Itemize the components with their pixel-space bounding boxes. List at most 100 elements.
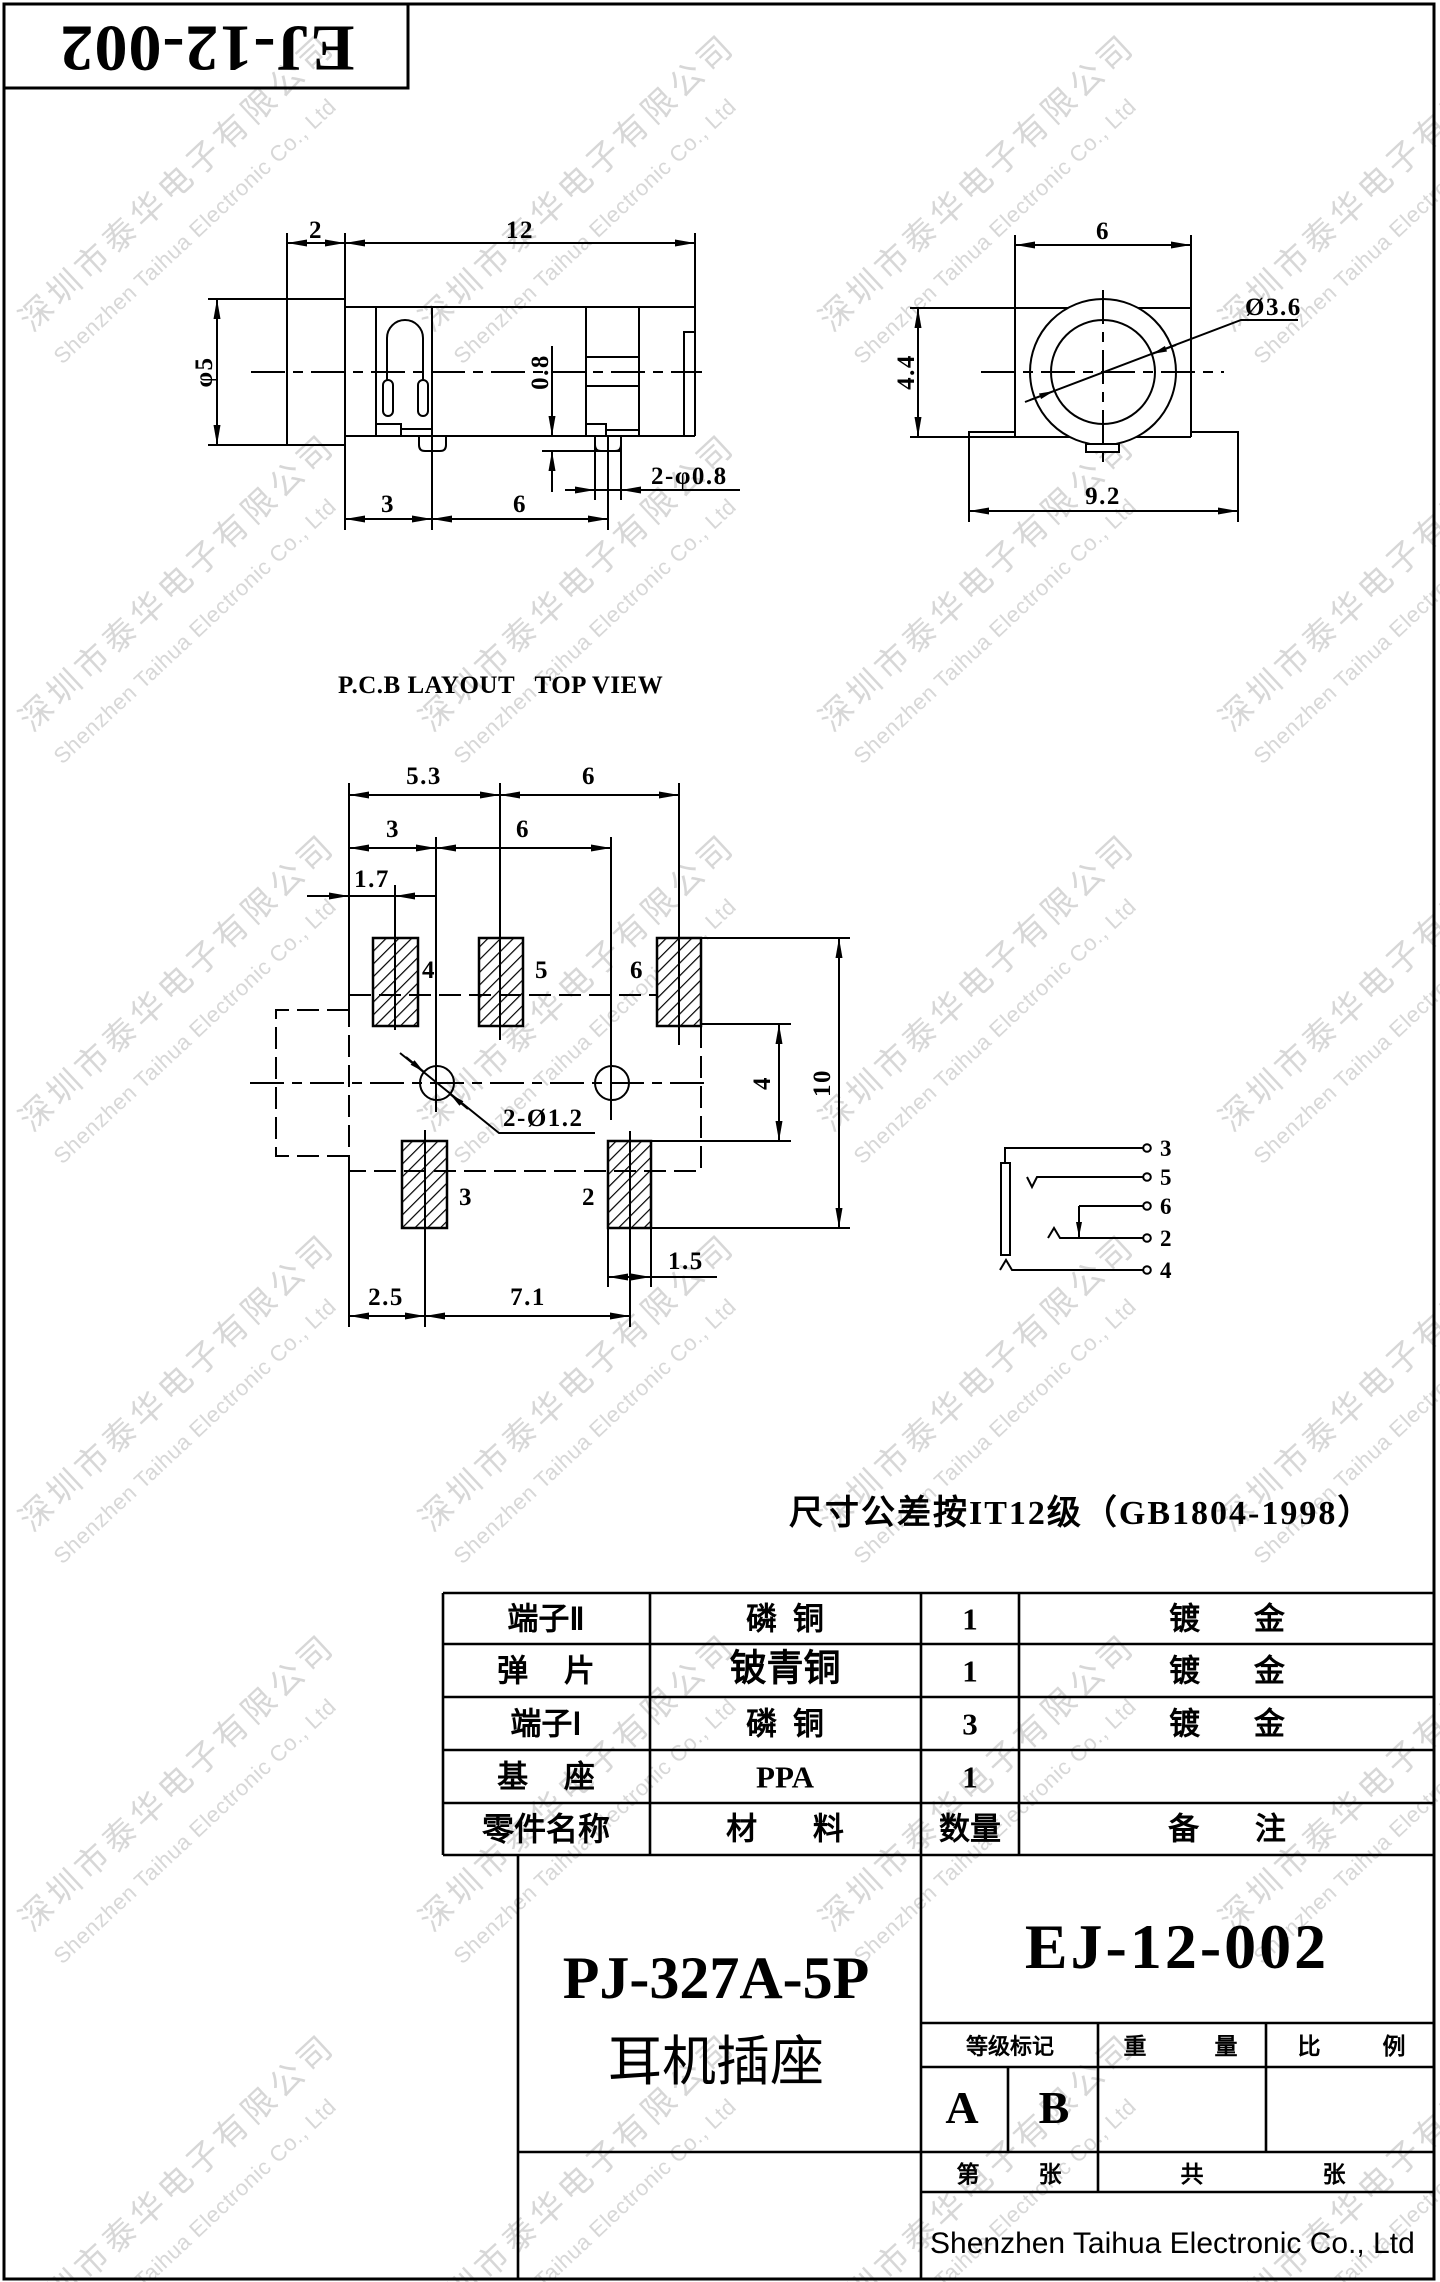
bom-qty-cell: 1 [962,1654,978,1689]
weight-label-2: 量 [1215,2034,1238,2059]
pad-6-label: 6 [630,957,644,984]
terminal-4-icon [1142,1265,1152,1275]
bom-part-cell: 端子Ⅰ [510,1707,581,1742]
dim-base-width-label: 9.2 [1085,483,1121,510]
dim-6-mid-label: 6 [516,816,530,843]
mounting-hole-left [419,1065,455,1101]
dim-7-1-label: 7.1 [510,1284,546,1311]
sheet-no-label-2: 张 [1039,2162,1063,2187]
dim-diameter-label: φ5 [191,356,218,387]
terminal-3-icon [1142,1143,1152,1153]
pin-label: 3 [1160,1136,1172,1161]
pad-3-label: 3 [459,1184,473,1211]
drawing-code: EJ-12-002 [1025,1911,1329,1982]
dim-hole-dia-label: Ø3.6 [1245,294,1302,321]
pcb-layout: P.C.B LAYOUT TOP VIEW 5.3 6 3 6 1.7 4 [250,672,850,1327]
bom-table: 端子Ⅱ 磷 铜 1 镀 金 弹 片 铍青铜 1 镀 金 端子Ⅰ 磷 铜 3 镀 … [441,1591,1434,1857]
scale-label-2: 例 [1383,2034,1406,2059]
bom-header-note: 备 注 [1167,1812,1286,1847]
dim-pin-offset-label: 0.8 [527,354,554,390]
sheet-total-label-2: 张 [1323,2162,1347,2187]
dim-width-label: 6 [1096,218,1110,245]
pin-label: 2 [1160,1226,1172,1251]
bom-material-cell: 磷 铜 [746,1602,824,1637]
bom-qty-cell: 3 [962,1707,978,1742]
bom-part-cell: 端子Ⅱ [507,1602,584,1637]
schematic-wires [999,1147,1143,1271]
bom-note-cell: 镀 金 [1169,1654,1286,1689]
pin-label: 4 [1160,1258,1172,1283]
grade-label: 等级标记 [966,2034,1054,2059]
dim-pin-dia-label: 2-φ0.8 [651,463,728,490]
sheet-total-label-1: 共 [1181,2162,1204,2187]
terminal-5-icon [1142,1172,1152,1182]
tol-note: 尺寸公差按IT12级（GB1804-1998） [789,1493,1373,1532]
pad-2-label: 2 [582,1184,596,1211]
terminal-6-icon [1142,1201,1152,1211]
dim-1-7-label: 1.7 [354,866,390,893]
header-code-rotated: EJ-12-002 [60,12,355,85]
sheet-no-label-1: 第 [957,2161,980,2187]
bom-qty-cell: 1 [962,1760,978,1795]
bom-note-cell: 镀 金 [1169,1707,1286,1742]
holes-label: 2-Ø1.2 [503,1105,584,1132]
side-view: 2 12 φ5 0.8 2-φ0.8 3 6 [191,217,740,530]
pin-label: 5 [1160,1165,1172,1190]
contact-pill-right [417,379,429,417]
bom-part-cell: 弹 片 [497,1654,595,1689]
model-number: PJ-327A-5P [563,1945,870,2011]
dim-10-label: 10 [809,1069,836,1097]
dim-height-label: 4.4 [893,354,920,390]
pad-5-label: 5 [535,957,549,984]
bom-header-material: 材 料 [726,1812,844,1847]
dim-4-label: 4 [749,1076,776,1090]
bom-material-cell: PPA [756,1760,815,1795]
dim-3-label: 3 [386,816,400,843]
terminal-2-icon [1142,1233,1152,1243]
header-box-outline [4,4,410,90]
bom-qty-cell: 1 [962,1602,978,1637]
company-name: Shenzhen Taihua Electronic Co., Ltd [930,2227,1415,2260]
title-block: PJ-327A-5P 耳机插座 EJ-12-002 等级标记 重 量 比 例 A… [516,1855,1434,2279]
pcb-body-outline-dashed [275,994,702,1172]
dim-length-label: 12 [506,217,534,244]
bom-header-qty: 数量 [939,1812,1001,1847]
weight-label-1: 重 [1124,2034,1147,2059]
bom-material-cell: 铍青铜 [730,1648,841,1690]
front-view: 6 4.4 9.2 Ø3.6 [893,218,1302,522]
hole-dia-arrow-upper [1151,344,1177,355]
bom-material-cell: 磷 铜 [746,1707,824,1742]
header-code-box: EJ-12-002 [4,4,410,90]
pin-label: 6 [1160,1194,1172,1219]
grade-b: B [1039,2082,1070,2133]
hole-leader-arrow-lower [449,1093,469,1110]
hole-dia-leader [1024,319,1298,403]
dim-flange-label: 2 [309,217,323,244]
dim-6-top-label: 6 [582,763,596,790]
sleeve-contact [1000,1162,1011,1256]
bom-table-grid [441,1591,1434,1857]
jack-bottom-tab [1085,443,1120,453]
grade-a: A [945,2082,978,2133]
dim-5-3-label: 5.3 [406,763,442,790]
contact-pill-left [382,379,394,417]
hole-dia-arrow-lower [1029,390,1055,401]
bom-header-part: 零件名称 [482,1811,610,1847]
product-name: 耳机插座 [608,2032,824,2092]
bom-note-cell: 镀 金 [1169,1602,1286,1637]
front-view-outline [910,235,1239,522]
scale-label-1: 比 [1298,2034,1321,2059]
dim-1-5-label: 1.5 [668,1248,704,1275]
dim-2-5-label: 2.5 [368,1284,404,1311]
jack-schematic: 3 5 6 2 4 [999,1136,1172,1283]
pcb-extension-lines [307,783,850,1327]
title-block-grid [516,1855,1434,2279]
dim-pin-pitch-b-label: 6 [513,491,527,518]
hole-leader-arrow-upper [405,1056,425,1073]
dim-pin-pitch-a-label: 3 [381,491,395,518]
pad-4-label: 4 [422,957,436,984]
bom-part-cell: 基 座 [497,1760,595,1795]
